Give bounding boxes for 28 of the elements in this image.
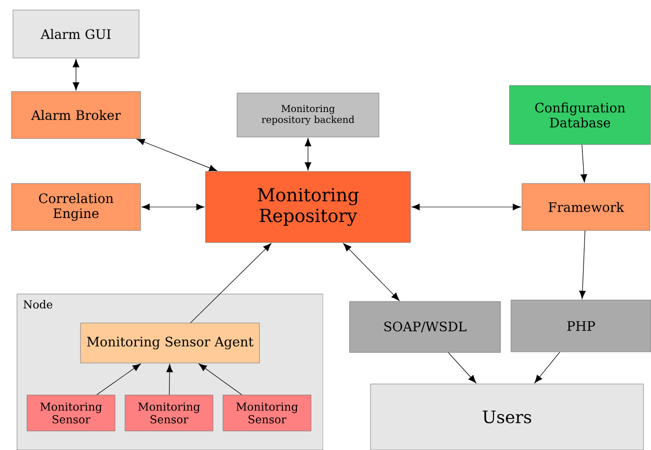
arrow <box>534 352 560 384</box>
sensor-box: Monitoring Sensor <box>124 394 214 432</box>
arrow <box>72 59 80 90</box>
arrow <box>343 243 400 301</box>
sensor-box: Monitoring Sensor <box>26 394 116 432</box>
interface-box: SOAP/WSDL <box>349 301 501 353</box>
interface-box: PHP <box>510 300 651 352</box>
repository-box: Monitoring Repository <box>205 171 411 243</box>
arrow <box>96 364 141 396</box>
agent-box: Monitoring Sensor Agent <box>80 322 260 364</box>
component-box: Alarm Broker <box>11 91 141 139</box>
users-box: Users <box>370 384 644 450</box>
component-box: Framework <box>522 183 650 231</box>
arrow <box>190 243 272 324</box>
arrow <box>579 230 586 299</box>
arrow <box>580 144 588 182</box>
arrow <box>136 138 218 172</box>
arrow <box>448 352 476 384</box>
backend-box: Monitoring repository backend <box>236 92 380 138</box>
gui-box: Alarm GUI <box>12 10 140 58</box>
arrow <box>198 364 242 396</box>
component-box: Correlation Engine <box>11 183 141 231</box>
arrow <box>304 138 312 170</box>
arrow <box>412 204 521 210</box>
arrow <box>166 364 173 396</box>
arrow <box>142 204 204 210</box>
database-box: Configuration Database <box>509 85 651 145</box>
sensor-box: Monitoring Sensor <box>222 394 312 432</box>
